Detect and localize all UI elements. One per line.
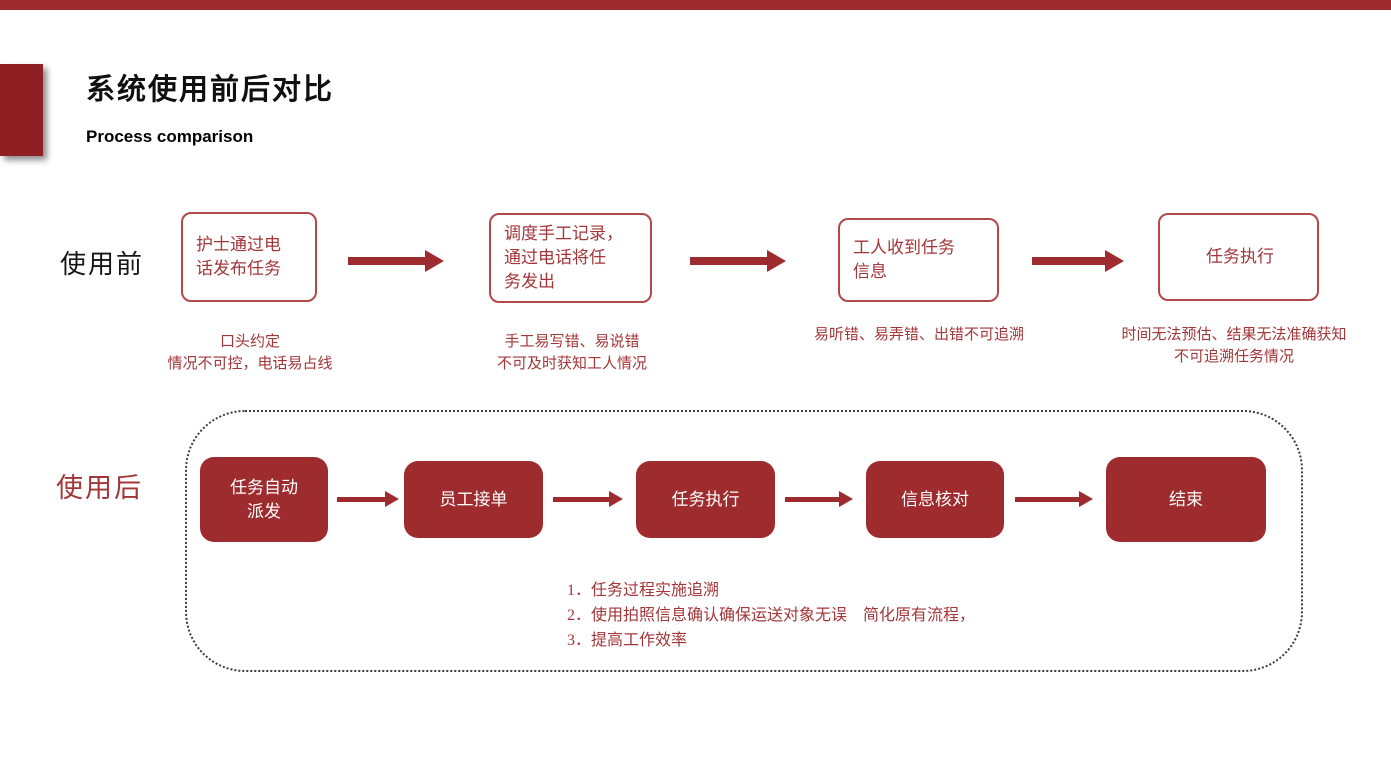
before-step-box-2: 调度手工记录， 通过电话将任 务发出 (489, 213, 652, 303)
before-step-box-4: 任务执行 (1158, 213, 1319, 301)
arrow-right-icon (1032, 250, 1124, 272)
arrow-head (609, 491, 623, 507)
after-step-box-4: 信息核对 (866, 461, 1004, 538)
arrow-head (767, 250, 786, 272)
before-section-label: 使用前 (60, 250, 145, 279)
arrow-head (425, 250, 444, 272)
before-step-box-3: 工人收到任务 信息 (838, 218, 999, 302)
arrow-right-icon (690, 250, 786, 272)
before-step-caption-1: 口头约定 情况不可控，电话易占线 (167, 334, 333, 372)
page-subtitle: Process comparison (86, 127, 254, 146)
after-step-box-1: 任务自动 派发 (200, 457, 328, 542)
arrow-head (1105, 250, 1124, 272)
arrow-shaft (337, 497, 387, 502)
after-notes: 1．任务过程实施追溯 2．使用拍照信息确认确保运送对象无误 简化原有流程， 3．… (567, 578, 975, 653)
arrow-right-icon (785, 491, 853, 508)
before-step-box-1: 护士通过电 话发布任务 (181, 212, 317, 302)
arrow-right-icon (553, 491, 623, 508)
page-title: 系统使用前后对比 (86, 74, 335, 106)
arrow-shaft (553, 497, 611, 502)
arrow-head (385, 491, 399, 507)
before-step-caption-4: 时间无法预估、结果无法准确获知 不可追溯任务情况 (1121, 327, 1347, 365)
after-step-box-3: 任务执行 (636, 461, 775, 538)
after-section-label: 使用后 (56, 473, 143, 503)
arrow-right-icon (348, 250, 444, 272)
top-accent-bar (0, 0, 1391, 10)
arrow-shaft (1015, 497, 1081, 502)
after-step-box-2: 员工接单 (404, 461, 543, 538)
arrow-shaft (690, 257, 769, 265)
arrow-shaft (1032, 257, 1107, 265)
after-note-line-1: 1．任务过程实施追溯 (567, 582, 720, 599)
after-note-line-3: 3．提高工作效率 (567, 632, 688, 649)
arrow-right-icon (337, 491, 399, 508)
arrow-shaft (785, 497, 841, 502)
after-flow-frame (185, 410, 1303, 672)
arrow-head (1079, 491, 1093, 507)
arrow-head (839, 491, 853, 507)
before-step-caption-2: 手工易写错、易说错 不可及时获知工人情况 (496, 334, 647, 372)
header-accent-square (0, 64, 43, 156)
arrow-right-icon (1015, 491, 1093, 508)
after-note-line-2: 2．使用拍照信息确认确保运送对象无误 简化原有流程， (567, 607, 976, 624)
before-step-caption-3: 易听错、易弄错、出错不可追溯 (813, 327, 1024, 343)
after-step-box-5: 结束 (1106, 457, 1266, 542)
arrow-shaft (348, 257, 427, 265)
